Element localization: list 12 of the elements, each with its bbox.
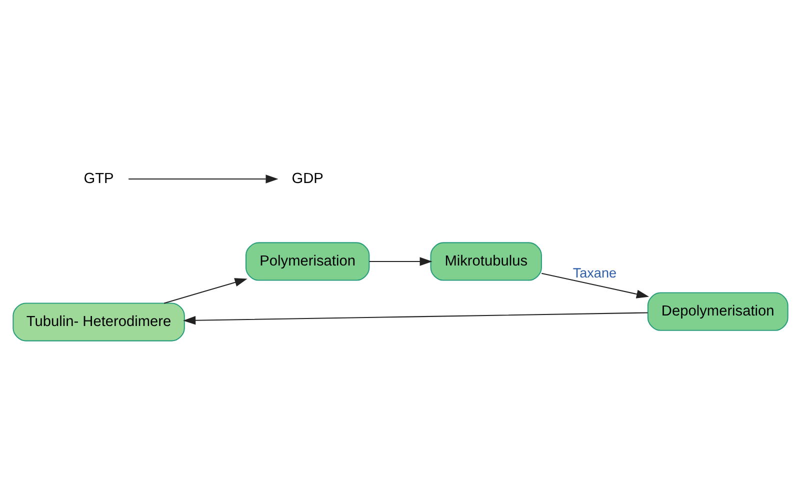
node-box: Mikrotubulus [430, 242, 542, 280]
arrow [368, 256, 432, 266]
node-text: GTP [83, 170, 114, 186]
node-text: GDP [291, 170, 323, 186]
edge-label: Taxane [572, 265, 616, 280]
node-box: Polymerisation [244, 242, 370, 280]
arrow [128, 174, 278, 183]
arrow [163, 278, 247, 304]
arrow [540, 272, 649, 298]
arrow [182, 312, 648, 324]
node-box: Depolymerisation [646, 292, 788, 330]
node-box: Tubulin- Heterodimere [12, 302, 184, 341]
